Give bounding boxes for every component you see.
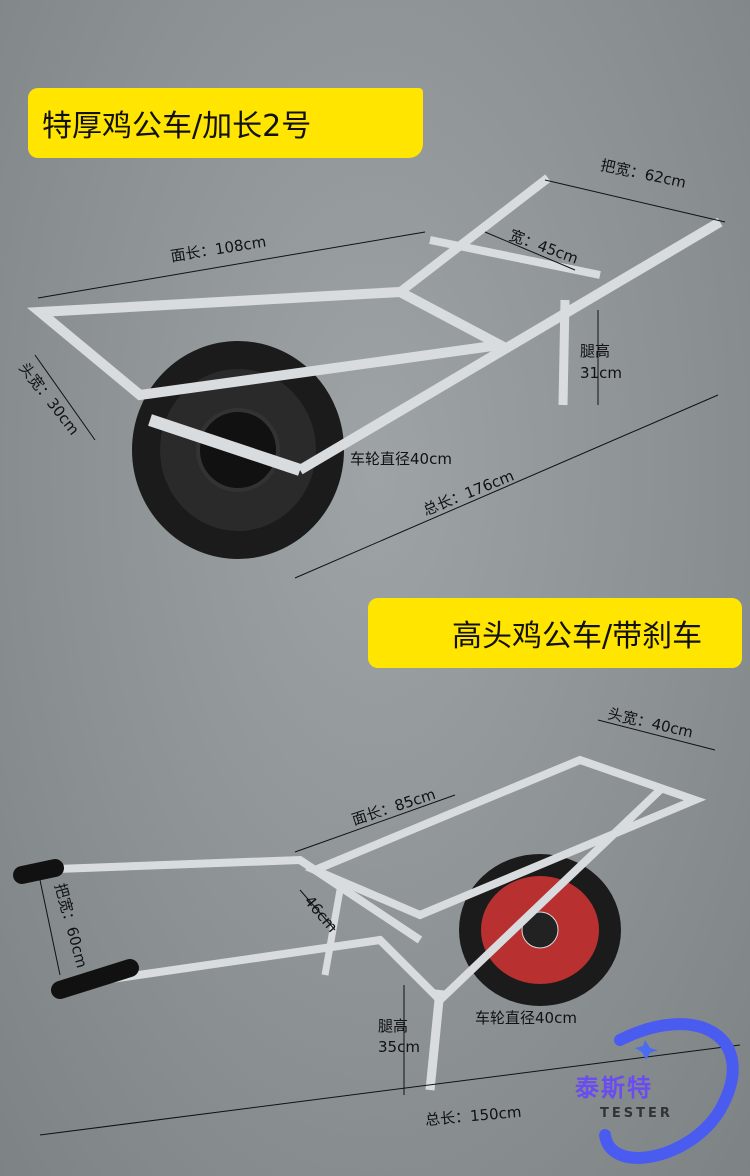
p1-wheel-diameter: 车轮直径40cm xyxy=(350,450,452,468)
dimension-lines-2 xyxy=(39,719,741,1136)
tester-logo-mark xyxy=(599,1018,739,1164)
product-2-title-banner: 高头鸡公车/带刹车 xyxy=(368,598,742,668)
product-1-title-banner: 特厚鸡公车/加长2号 xyxy=(28,88,423,158)
dimension-lines-1 xyxy=(34,179,726,579)
product-2-title: 高头鸡公车/带刹车 xyxy=(452,619,703,654)
wheelbarrow-2 xyxy=(13,755,707,1091)
p1-leg-height: 腿高 xyxy=(580,342,611,360)
p2-leg-height-value: 35cm xyxy=(378,1038,420,1056)
logo-text-cn: 泰斯特 xyxy=(575,1074,653,1102)
wheelbarrow-1 xyxy=(27,174,723,559)
logo-text-en: TESTER xyxy=(600,1106,673,1121)
p2-leg-height: 腿高 xyxy=(378,1017,409,1035)
p1-leg-height-value: 31cm xyxy=(580,364,622,382)
p2-wheel-diameter: 车轮直径40cm xyxy=(475,1009,577,1027)
product-1-title: 特厚鸡公车/加长2号 xyxy=(42,109,312,144)
